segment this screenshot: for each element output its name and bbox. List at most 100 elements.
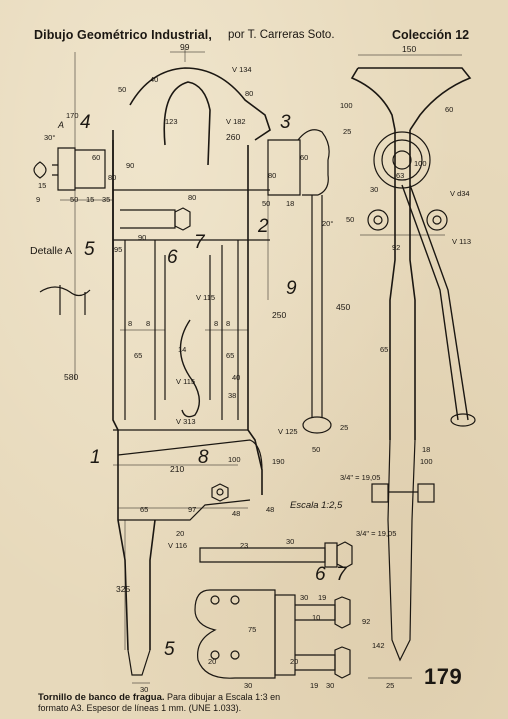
dim-label: 65 bbox=[380, 345, 388, 354]
dim-label: 3/4" = 19,05 bbox=[340, 473, 380, 482]
dim-label: 60 bbox=[445, 105, 453, 114]
dim-label: 23 bbox=[240, 541, 248, 550]
dim-label: 20 bbox=[176, 529, 184, 538]
dim-label: 250 bbox=[272, 310, 286, 320]
part-number-1: 1 bbox=[90, 447, 101, 468]
dim-label: 25 bbox=[340, 423, 348, 432]
part-number-6-left: 6 bbox=[167, 247, 178, 268]
dim-label: 50 bbox=[346, 215, 354, 224]
dim-label: 80 bbox=[245, 89, 253, 98]
dim-label: 100 bbox=[228, 455, 241, 464]
dim-label: 20 bbox=[290, 657, 298, 666]
dim-label: 170 bbox=[66, 111, 79, 120]
dim-label: 30 bbox=[300, 593, 308, 602]
dim-label: 30 bbox=[244, 681, 252, 690]
dim-label: 18 bbox=[286, 199, 294, 208]
dim-label: 123 bbox=[165, 117, 178, 126]
dim-label: 190 bbox=[272, 457, 285, 466]
footer-instructions-line1: Para dibujar a Escala 1:3 en bbox=[167, 692, 281, 702]
dim-label: V 116 bbox=[168, 541, 187, 550]
dim-label: 50 bbox=[118, 85, 126, 94]
dim-label: 38 bbox=[228, 391, 236, 400]
dim-label: 100 bbox=[414, 159, 427, 168]
dim-label: 19 bbox=[310, 681, 318, 690]
dim-label: 150 bbox=[402, 44, 416, 54]
dim-label: 260 bbox=[226, 132, 240, 142]
dim-label: 3/4" = 19,05 bbox=[356, 529, 396, 538]
footer-caption-block: Tornillo de banco de fragua. Para dibuja… bbox=[38, 692, 418, 714]
dim-label: V 125 bbox=[278, 427, 298, 436]
dim-label: V 115 bbox=[196, 293, 215, 302]
detail-label: Detalle A bbox=[30, 245, 72, 257]
dim-label: 8 bbox=[214, 319, 218, 328]
dim-label: 80 bbox=[188, 193, 196, 202]
part-number-7-left: 7 bbox=[194, 232, 206, 253]
scale-label: Escala 1:2,5 bbox=[290, 500, 343, 511]
dim-label: 15 bbox=[86, 195, 94, 204]
header-title: Dibujo Geométrico Industrial, bbox=[34, 28, 212, 42]
dim-label: 8 bbox=[146, 319, 150, 328]
plate-number: 179 bbox=[424, 664, 463, 689]
dim-label: 40 bbox=[150, 75, 158, 84]
dim-label: 92 bbox=[392, 243, 400, 252]
dim-label: 80 bbox=[268, 171, 276, 180]
part-number-5-top: 5 bbox=[84, 239, 95, 260]
detail-marker: A bbox=[57, 120, 64, 130]
part-number-3: 3 bbox=[280, 112, 291, 133]
dim-label: 80 bbox=[108, 173, 116, 182]
dim-label: 90 bbox=[138, 233, 146, 242]
dim-label: 8 bbox=[128, 319, 132, 328]
dim-label: 20° bbox=[322, 219, 333, 228]
dim-label: 60 bbox=[92, 153, 100, 162]
dim-label: 48 bbox=[232, 509, 240, 518]
dim-label: 65 bbox=[140, 505, 148, 514]
part-number-8: 8 bbox=[198, 447, 209, 468]
dim-label: 210 bbox=[170, 464, 184, 474]
part-number-7-right: 7 bbox=[336, 564, 348, 585]
dim-label: 40 bbox=[232, 373, 240, 382]
dim-label: 450 bbox=[336, 302, 350, 312]
dim-label: 63 bbox=[396, 171, 404, 180]
header-collection: Colección 12 bbox=[392, 28, 470, 42]
dim-label: 50 bbox=[312, 445, 320, 454]
footer-caption: Tornillo de banco de fragua. bbox=[38, 692, 165, 703]
dim-label: 50 bbox=[262, 199, 270, 208]
dim-label: 90 bbox=[126, 161, 134, 170]
dim-label: 65 bbox=[134, 351, 142, 360]
dim-label: V 113 bbox=[452, 237, 471, 246]
dim-label: 30 bbox=[286, 537, 294, 546]
dim-label: 30 bbox=[370, 185, 378, 194]
dim-label: 60 bbox=[300, 153, 308, 162]
dim-label: V 182 bbox=[226, 117, 246, 126]
header-author: por T. Carreras Soto. bbox=[228, 29, 335, 41]
dim-label: V 313 bbox=[176, 417, 196, 426]
dim-label: 325 bbox=[116, 584, 130, 594]
dim-label: 30 bbox=[326, 681, 334, 690]
dim-label: 50 bbox=[70, 195, 78, 204]
part-number-5-bottom: 5 bbox=[164, 639, 175, 660]
part-number-4: 4 bbox=[80, 112, 91, 133]
part-number-9: 9 bbox=[286, 278, 297, 299]
dim-label: 92 bbox=[362, 617, 370, 626]
dim-label: 100 bbox=[420, 457, 433, 466]
dim-label: 30° bbox=[44, 133, 55, 142]
dim-label: V 115 bbox=[176, 377, 195, 386]
dim-label: 97 bbox=[188, 505, 196, 514]
dim-label: 35 bbox=[102, 195, 110, 204]
dim-label: 142 bbox=[372, 641, 385, 650]
dim-label: 25 bbox=[386, 681, 394, 690]
dim-label: 580 bbox=[64, 372, 78, 382]
dim-label: 75 bbox=[248, 625, 256, 634]
dim-label: 100 bbox=[340, 101, 353, 110]
dim-label: 10 bbox=[312, 613, 320, 622]
part-number-6-right: 6 bbox=[315, 564, 326, 585]
dim-label: 14 bbox=[178, 345, 186, 354]
dim-label: 8 bbox=[226, 319, 230, 328]
dim-label: 95 bbox=[114, 245, 122, 254]
dim-label: 99 bbox=[180, 42, 190, 52]
dim-label: 30 bbox=[140, 685, 148, 694]
dim-label: 48 bbox=[266, 505, 274, 514]
dim-label: 20 bbox=[208, 657, 216, 666]
part-number-2: 2 bbox=[257, 216, 269, 237]
